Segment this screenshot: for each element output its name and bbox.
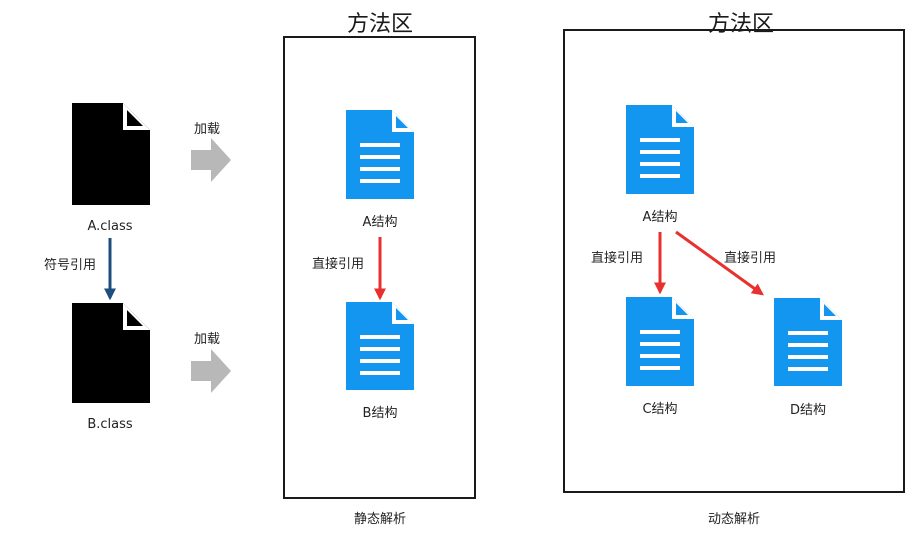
static-caption: 静态解析 (353, 512, 407, 527)
static-area-title: 方法区 (346, 12, 414, 37)
doc-icon-dynamic-a (626, 105, 694, 194)
doc-icon-dynamic-d (774, 298, 842, 386)
doc-icon-dynamic-c (626, 297, 694, 386)
file-a-label: A.class (87, 219, 133, 234)
dynamic-area-title: 方法区 (707, 12, 775, 37)
dynamic-caption: 动态解析 (707, 512, 761, 527)
direct-ref-arrow-dynamic-d (675, 230, 764, 296)
dynamic-method-area-box (563, 29, 905, 493)
load-label-1: 加载 (194, 122, 221, 137)
file-icon-b-class (72, 303, 150, 403)
static-direct-ref-label: 直接引用 (312, 257, 365, 272)
symbol-ref-label: 符号引用 (44, 258, 97, 273)
static-method-area-box (283, 36, 476, 499)
doc-icon-static-b (346, 302, 414, 390)
file-icon-a-class (72, 103, 150, 205)
doc-icon-static-a (346, 110, 414, 199)
load-arrow-1 (191, 138, 231, 182)
dynamic-struct-a-label: A结构 (642, 210, 678, 225)
static-struct-b-label: B结构 (362, 406, 398, 421)
dynamic-direct-ref-label-c: 直接引用 (591, 251, 644, 266)
load-arrow-2 (191, 349, 231, 393)
dynamic-struct-d-label: D结构 (789, 403, 827, 418)
dynamic-direct-ref-label-d: 直接引用 (724, 251, 777, 266)
file-b-label: B.class (87, 417, 133, 432)
load-label-2: 加载 (194, 332, 221, 347)
dynamic-struct-c-label: C结构 (642, 402, 678, 417)
static-struct-a-label: A结构 (362, 215, 398, 230)
